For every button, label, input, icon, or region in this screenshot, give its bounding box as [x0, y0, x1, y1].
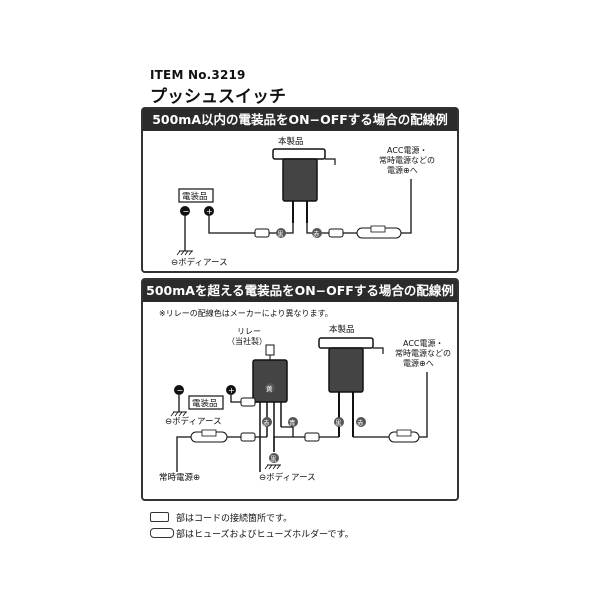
legend-connection: 部はコードの接続箇所です。: [150, 511, 450, 524]
legend-fuse-text: 部はヒューズおよびヒューズホルダーです。: [176, 530, 354, 540]
wire-color-red: 赤: [357, 419, 364, 427]
wire-color-blue: 青: [289, 418, 296, 427]
minus-symbol: −: [183, 207, 190, 216]
diagram2-svg: ※リレーの配線色はメーカーにより異なります。 リレー （当社製） 本製品 − +: [159, 308, 451, 483]
legend-fuse: 部はヒューズおよびヒューズホルダーです。: [150, 527, 450, 540]
ground-label-1: ⊖ボディアース: [165, 416, 222, 427]
device-wire: [208, 216, 294, 234]
device-box: [178, 188, 214, 203]
product-title: プッシュスイッチ: [150, 87, 286, 107]
diagram2-heading: 500mAを超える電装品をON−OFFする場合の配線例: [143, 280, 457, 302]
minus-symbol: −: [177, 386, 184, 395]
wire-color-black: 黒: [335, 419, 342, 427]
legend-connection-text: 部はコードの接続箇所です。: [176, 514, 293, 524]
connector: [328, 228, 344, 238]
diagram1-svg: 本製品 電装品 − + 黒 赤 ⊖ボディアース ACC電源・ 常時電源などの 電…: [171, 136, 435, 268]
connector: [240, 432, 256, 442]
product-label: 本製品: [278, 136, 304, 147]
acc-label-line3: 電源⊕へ: [403, 359, 434, 368]
item-number: ITEM No.3219: [150, 68, 246, 82]
device-label: 電装品: [182, 191, 208, 202]
minus-terminal-icon: [180, 206, 190, 216]
wire-color-red: 赤: [313, 230, 320, 238]
acc-label-line3: 電源⊕へ: [387, 166, 418, 175]
connector: [304, 432, 320, 442]
acc-label-line2: 常時電源などの: [379, 156, 435, 165]
wire-color-red: 赤: [263, 419, 270, 427]
wire-tag: [276, 228, 286, 238]
wiring-diagram-over-500ma: 500mAを超える電装品をON−OFFする場合の配線例 ※リレーの配線色はメーカ…: [141, 278, 459, 501]
diagram1-heading: 500mA以内の電装品をON−OFFする場合の配線例: [143, 109, 457, 131]
relay-icon: [252, 344, 288, 472]
wire-color-yellow: 黄: [266, 384, 273, 393]
wiring-diagram-under-500ma: 500mA以内の電装品をON−OFFする場合の配線例 本製品 電装品 − + 黒: [141, 107, 459, 273]
constant-power-label: 常時電源⊕: [159, 472, 200, 483]
acc-label-line1: ACC電源・: [403, 339, 444, 348]
relay-note: ※リレーの配線色はメーカーにより異なります。: [159, 308, 333, 318]
wire-color-black: 黒: [277, 230, 284, 238]
minus-terminal-icon: [174, 385, 184, 395]
relay-label-line1: リレー: [237, 327, 261, 336]
switch-icon: [318, 337, 384, 437]
connector: [240, 397, 256, 407]
ground-label: ⊖ボディアース: [171, 257, 228, 268]
product-label: 本製品: [329, 324, 355, 335]
device-box: [188, 395, 224, 410]
fuse-symbol-icon: [150, 528, 174, 538]
power-wire: [306, 223, 373, 234]
connector: [254, 228, 270, 238]
wire-color-black: 黒: [270, 455, 277, 463]
plus-symbol: +: [206, 207, 213, 216]
acc-label-line1: ACC電源・: [387, 146, 428, 155]
wire-tag: [312, 228, 322, 238]
device-label: 電装品: [192, 398, 218, 409]
acc-label-line2: 常時電源などの: [395, 349, 451, 358]
relay-label-line2: （当社製）: [227, 336, 267, 346]
connector-symbol-icon: [150, 512, 169, 522]
ground-label-2: ⊖ボディアース: [259, 472, 316, 483]
plus-terminal-icon: [204, 206, 214, 216]
switch-icon: [272, 148, 336, 223]
plus-terminal-icon: [226, 385, 236, 395]
plus-symbol: +: [228, 386, 235, 395]
